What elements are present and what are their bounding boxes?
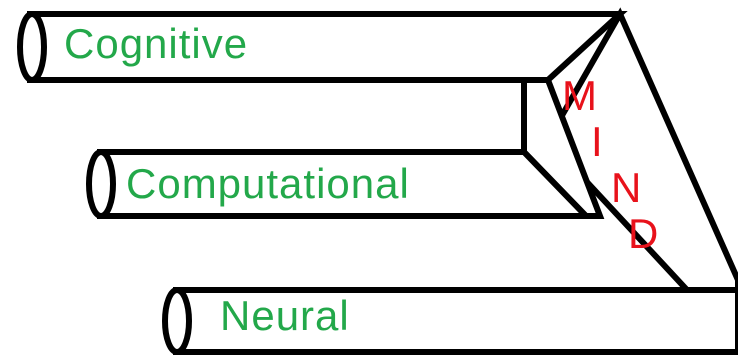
cognitive-tube-end bbox=[17, 11, 47, 83]
mind-letter-i: I bbox=[591, 118, 603, 165]
computational-tube bbox=[86, 149, 594, 219]
mind-letter-m: M bbox=[562, 72, 597, 119]
outer-side-face bbox=[544, 7, 738, 350]
neural-label: Neural bbox=[220, 292, 350, 339]
mind-letter-n: N bbox=[611, 164, 641, 211]
neural-tube-end bbox=[162, 287, 192, 355]
mind-letter-d: D bbox=[628, 210, 658, 257]
neural-tube bbox=[162, 287, 738, 355]
inner-side-face bbox=[521, 77, 605, 219]
computational-label: Computational bbox=[126, 160, 410, 207]
computational-tube-end bbox=[86, 149, 116, 219]
cognitive-label: Cognitive bbox=[64, 20, 248, 67]
cognitive-tube bbox=[17, 11, 628, 83]
